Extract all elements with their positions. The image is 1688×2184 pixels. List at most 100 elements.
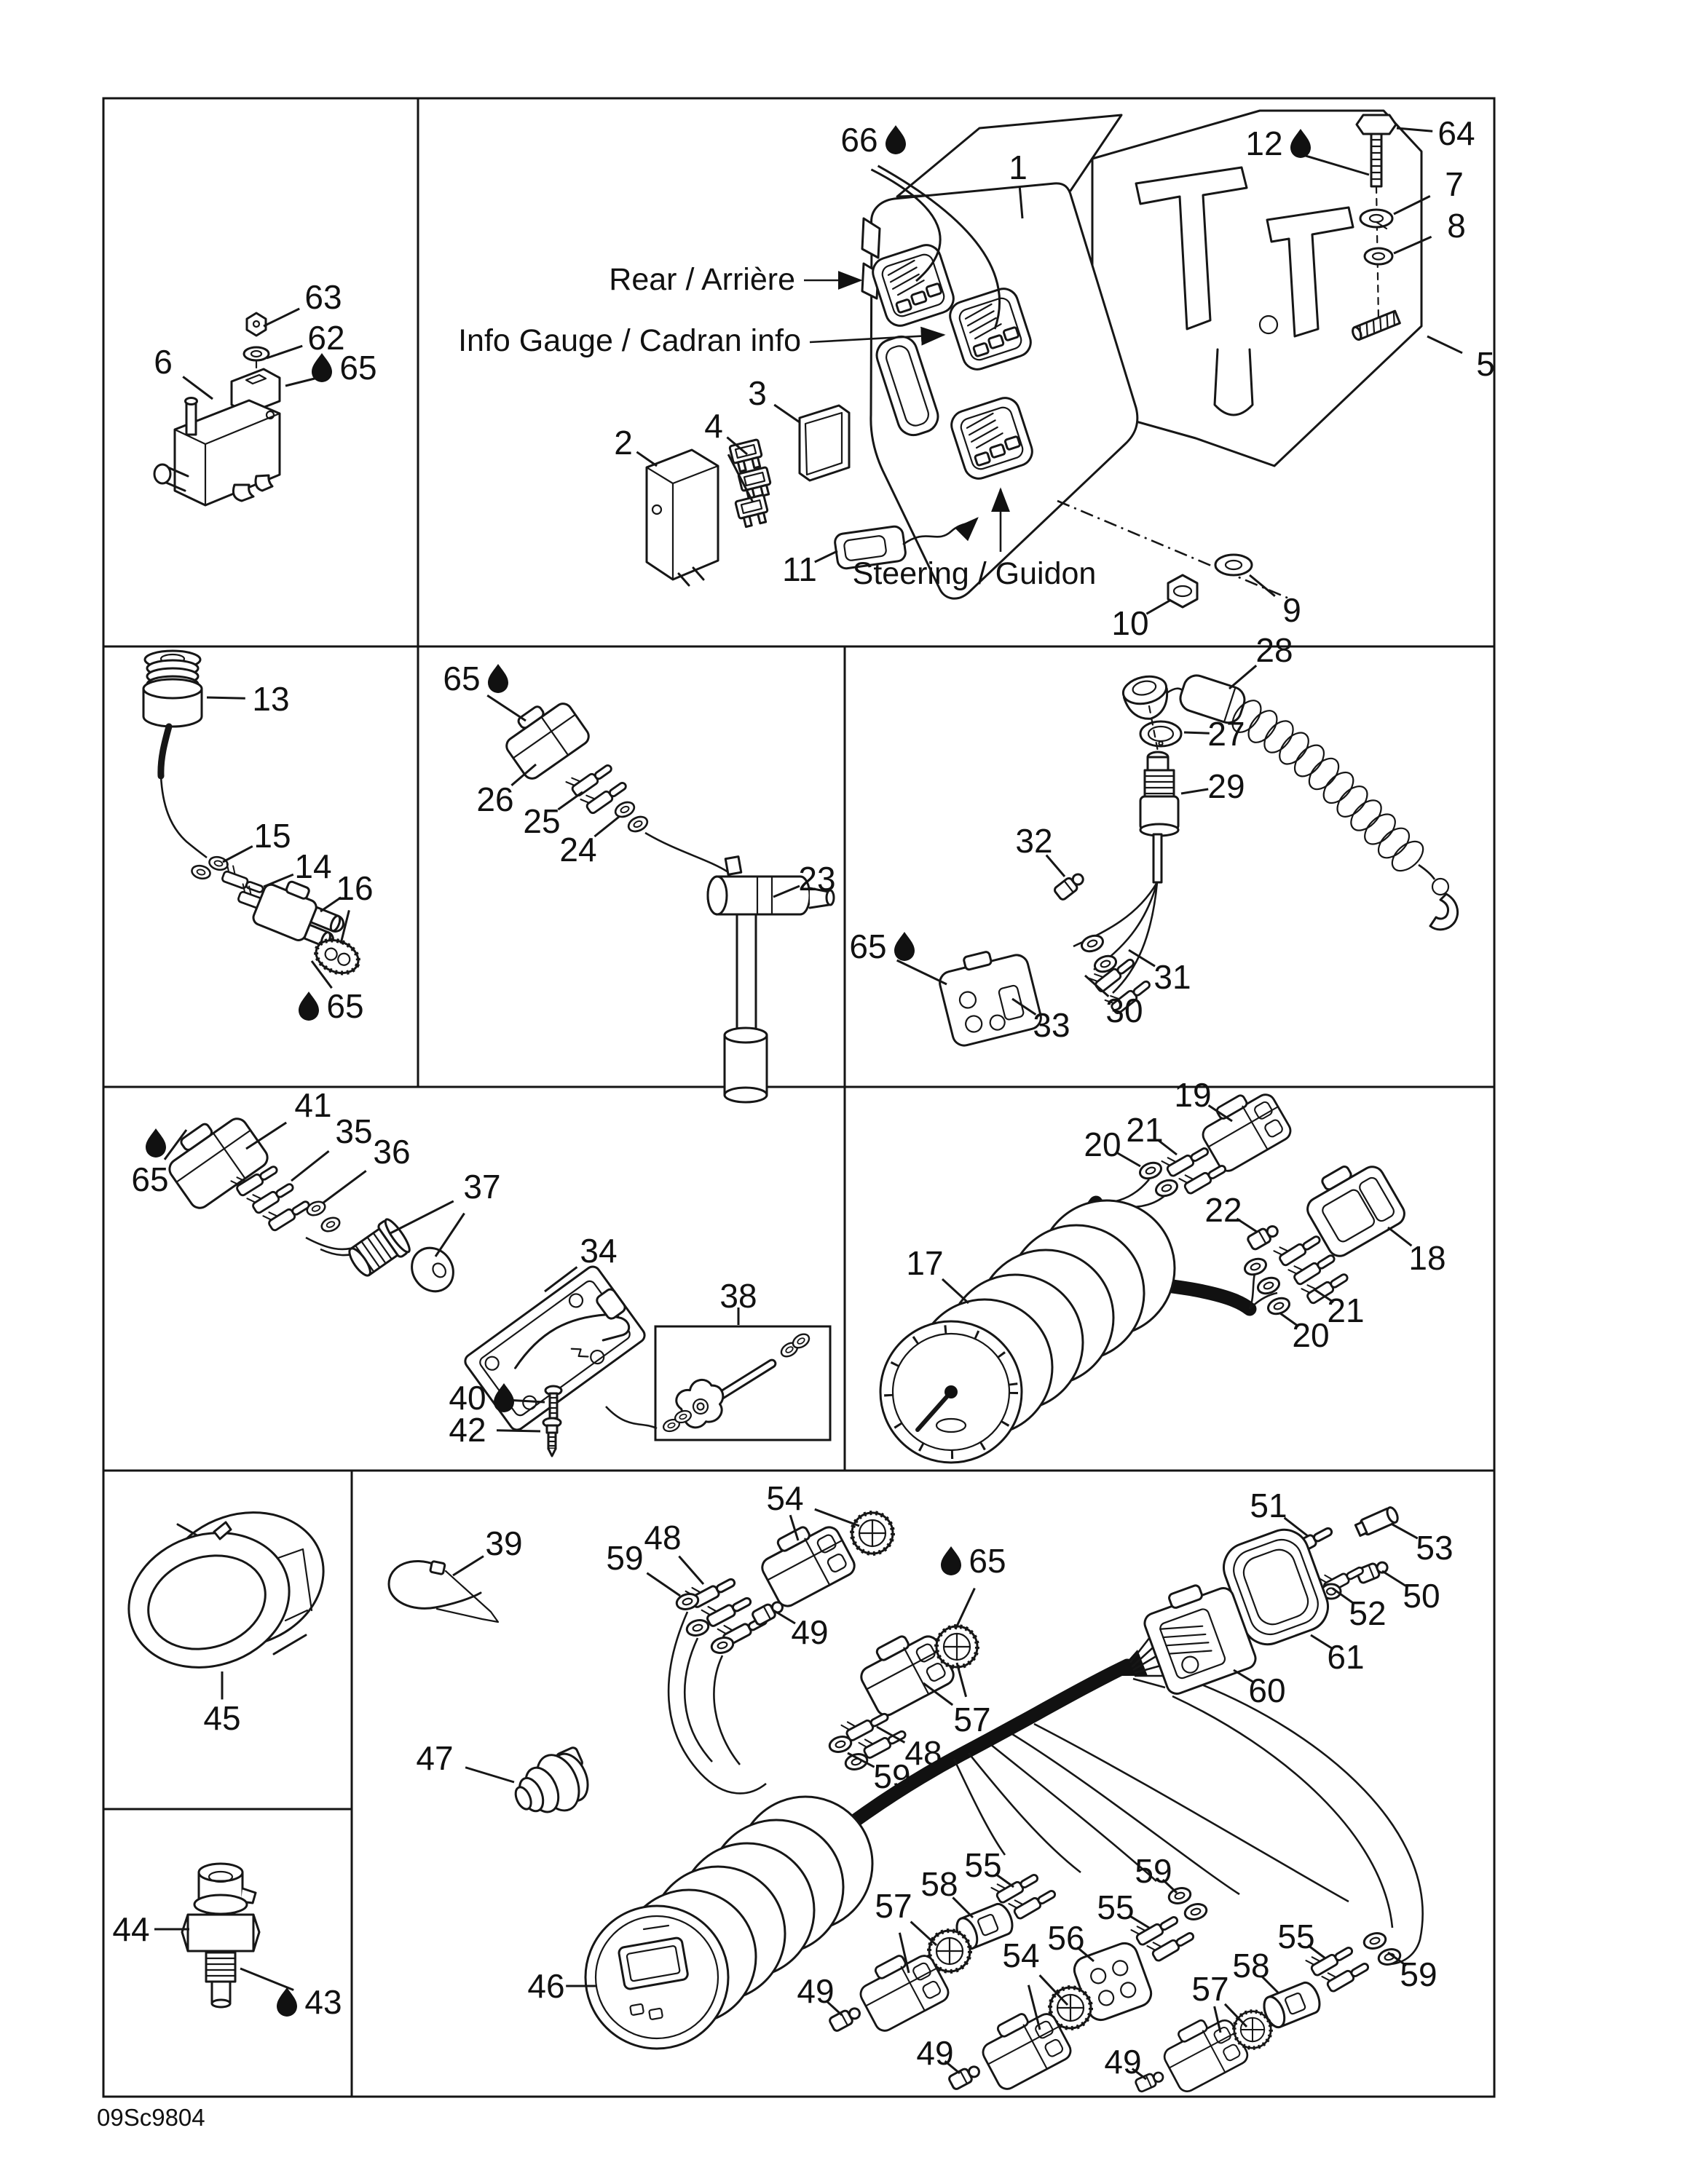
callout-number-45: 45: [203, 1699, 240, 1737]
axle-kit-drawing: [660, 1330, 813, 1435]
leader-line-16: [339, 910, 350, 944]
leader-line-12: [1294, 151, 1370, 176]
callout-53-65: 53: [1392, 1523, 1454, 1567]
callout-number-41: 41: [294, 1086, 331, 1124]
callout-11-9: 11: [782, 550, 838, 588]
callout-3-6: 3: [748, 374, 800, 424]
leader-line-18: [1387, 1226, 1413, 1247]
mini-fuses-drawing: [728, 438, 774, 529]
callout-46-71: 46: [527, 1967, 596, 2005]
oil-drop-icon: [894, 932, 915, 961]
callout-number-65: 65: [849, 927, 886, 965]
fuel-sender-drawing: [505, 703, 835, 1104]
callout-39-55: 39: [452, 1524, 523, 1577]
callout-59-63: 59: [847, 1752, 911, 1795]
nut-washer-drawing: [1167, 553, 1253, 609]
callout-27-28: 27: [1183, 715, 1245, 753]
callout-number-46: 46: [527, 1967, 564, 2005]
callout-26-23: 26: [476, 763, 537, 818]
doc-code: 09Sc9804: [97, 2104, 205, 2131]
callout-number-49: 49: [797, 1972, 834, 2010]
callout-51-64: 51: [1250, 1487, 1309, 1538]
leader-line-41: [245, 1121, 288, 1150]
callout-45-52: 45: [203, 1671, 241, 1737]
leader-line-29: [1180, 788, 1209, 795]
lcd-card-drawing: [798, 404, 851, 482]
callout-number-9: 9: [1282, 591, 1301, 629]
oil-drop-icon: [312, 353, 332, 382]
callout-33-32: 33: [1011, 997, 1070, 1044]
callout-34-40: 34: [544, 1232, 618, 1293]
tether-switch-drawing: [939, 674, 1459, 1047]
callout-19-44: 19: [1174, 1076, 1233, 1123]
callout-number-49: 49: [1104, 2043, 1141, 2081]
callout-number-15: 15: [253, 817, 291, 855]
info-gauge-arrow: [809, 326, 946, 346]
fuel-shutoff-valve-drawing: [153, 312, 281, 507]
leader-line-35: [291, 1150, 330, 1182]
callout-61-68: 61: [1310, 1634, 1365, 1676]
callout-35-37: 35: [291, 1112, 373, 1182]
callout-9-11: 9: [1249, 574, 1301, 629]
leader-line-57: [923, 1682, 954, 1706]
callout-66-4: 66: [840, 121, 1001, 330]
callout-number-1: 1: [1009, 149, 1028, 186]
leader-line-57: [1213, 2006, 1222, 2033]
callout-number-44: 44: [112, 1910, 149, 1948]
callout-number-33: 33: [1033, 1006, 1070, 1044]
leader-line-14: [263, 873, 294, 888]
callout-56-77: 56: [1047, 1919, 1095, 1963]
callout-65-31: 65: [849, 927, 947, 986]
callout-number-3: 3: [748, 374, 767, 412]
callout-65-3: 65: [285, 349, 377, 387]
temp-sensor-drawing: [181, 1862, 261, 2009]
callout-number-59: 59: [1135, 1852, 1172, 1890]
callout-number-27: 27: [1207, 715, 1245, 753]
callout-number-40: 40: [449, 1379, 486, 1417]
leader-line-49: [1131, 2068, 1147, 2081]
leader-line-54: [814, 1508, 860, 1527]
callout-number-65: 65: [131, 1160, 168, 1198]
callout-number-37: 37: [463, 1168, 500, 1206]
leader-line-9: [1249, 574, 1276, 597]
callout-58-82: 58: [1232, 1947, 1280, 1995]
callout-number-16: 16: [336, 869, 373, 907]
leader-line-57: [1223, 2003, 1248, 2028]
callout-6-2: 6: [154, 343, 213, 400]
leader-line-30: [1084, 974, 1110, 997]
leader-line-37: [434, 1212, 465, 1257]
switch-connector-block: [939, 951, 1042, 1047]
callout-55-74: 55: [964, 1846, 1014, 1888]
leader-line-21: [1156, 1139, 1178, 1156]
oil-drop-icon: [1290, 129, 1311, 158]
dimmer-switch-group-drawing: [168, 1117, 813, 1457]
callout-25-24: 25: [523, 791, 583, 840]
leader-line-53: [1392, 1523, 1419, 1540]
callout-number-36: 36: [373, 1133, 410, 1171]
oil-drop-icon: [146, 1128, 166, 1158]
callout-number-58: 58: [920, 1865, 958, 1903]
leader-line-13: [206, 696, 245, 700]
callout-number-52: 52: [1349, 1594, 1386, 1632]
callout-49-80: 49: [916, 2034, 961, 2075]
gauge-bezel-drawing: [127, 1511, 325, 1669]
leader-line-31: [1128, 949, 1156, 968]
callout-number-58: 58: [1232, 1947, 1269, 1985]
callout-number-56: 56: [1047, 1919, 1084, 1957]
callout-30-33: 30: [1084, 974, 1143, 1029]
leader-line-54: [1027, 1985, 1041, 2030]
callout-16-20: 16: [320, 869, 374, 944]
leader-line-1: [1018, 187, 1024, 219]
leader-line-59: [1387, 1951, 1408, 1967]
leader-line-3: [773, 403, 800, 424]
callout-65-22: 65: [443, 660, 526, 722]
callout-number-55: 55: [964, 1846, 1001, 1884]
mounting-bracket-drawing: [1056, 109, 1423, 467]
leader-line-7: [1393, 195, 1431, 215]
callout-number-18: 18: [1408, 1239, 1446, 1277]
callout-23-26: 23: [773, 860, 836, 898]
callout-57-61: 57: [923, 1662, 991, 1738]
callout-21-50: 21: [1314, 1289, 1365, 1329]
